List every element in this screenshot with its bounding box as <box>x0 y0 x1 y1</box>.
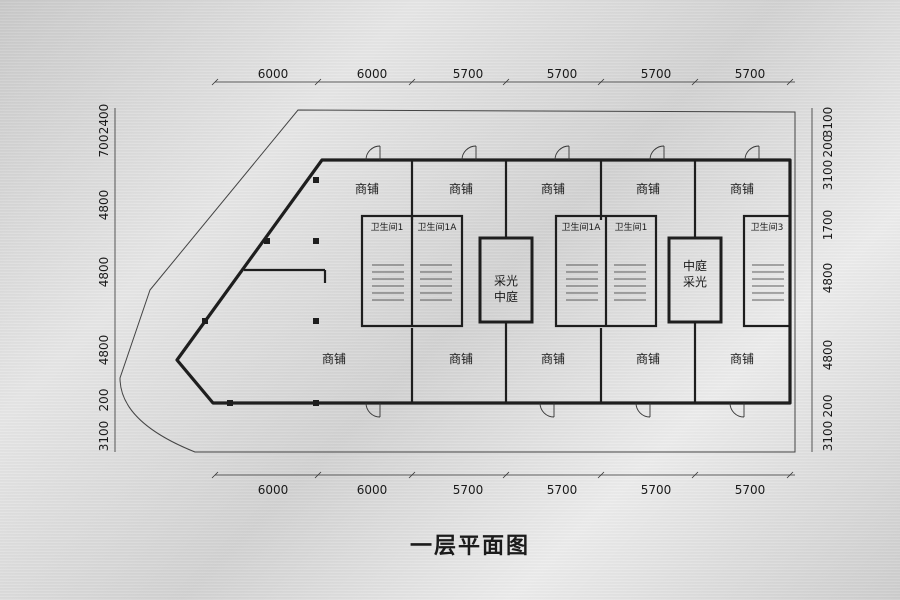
dim-tick <box>786 78 794 86</box>
right-dim-2: 200 <box>821 135 835 158</box>
right-dim-6: 4800 <box>821 340 835 371</box>
plan-title: 一层平面图 <box>409 534 530 559</box>
dim-tick <box>408 471 416 479</box>
right-dim-8: 3100 <box>821 421 835 452</box>
courtyard-2-line-1: 中庭 <box>683 258 707 273</box>
columns <box>202 177 319 406</box>
shop-label-3: 商铺 <box>541 181 565 196</box>
toilet-label-2: 卫生间1A <box>418 221 458 233</box>
dim-tick <box>408 78 416 86</box>
courtyard-2-line-2: 采光 <box>683 275 707 289</box>
left-dim-3: 4800 <box>97 190 111 221</box>
dim-tick <box>502 471 510 479</box>
top-dim-6: 5700 <box>735 67 766 81</box>
toilet-label-1: 卫生间1 <box>371 221 404 233</box>
right-dim-5: 4800 <box>821 263 835 294</box>
dim-tick <box>211 78 219 86</box>
bottom-dim-1: 6000 <box>258 483 289 497</box>
dim-tick <box>786 471 794 479</box>
shop-label-1: 商铺 <box>355 181 379 196</box>
toilet-label-5: 卫生间3 <box>751 221 784 233</box>
dim-tick <box>691 78 699 86</box>
shop-label-9: 商铺 <box>636 351 660 366</box>
courtyard-1-line-1: 采光 <box>494 274 518 288</box>
shop-label-10: 商铺 <box>730 351 754 366</box>
right-dim-1: 3100 <box>821 107 835 138</box>
dim-tick <box>314 78 322 86</box>
bottom-dim-4: 5700 <box>547 483 578 497</box>
bottom-dim-2: 6000 <box>357 483 388 497</box>
dimension-lines <box>114 78 813 479</box>
left-dim-5: 4800 <box>97 335 111 366</box>
dim-tick <box>691 471 699 479</box>
left-dim-1: 700 <box>97 135 111 158</box>
toilet-label-4: 卫生间1 <box>615 221 648 233</box>
dim-tick <box>597 78 605 86</box>
stair-treads <box>372 264 784 301</box>
bottom-dim-5: 5700 <box>641 483 672 497</box>
bottom-dim-3: 5700 <box>453 483 484 497</box>
shop-label-5: 商铺 <box>730 181 754 196</box>
dim-tick <box>314 471 322 479</box>
top-dim-3: 5700 <box>453 67 484 81</box>
door-swings <box>365 145 760 418</box>
right-dim-7: 200 <box>821 395 835 418</box>
shop-label-8: 商铺 <box>541 351 565 366</box>
top-dim-1: 6000 <box>258 67 289 81</box>
left-dim-6: 200 <box>97 389 111 412</box>
left-dim-2: 2400 <box>97 104 111 135</box>
top-dim-2: 6000 <box>357 67 388 81</box>
interior-walls <box>244 160 792 403</box>
bottom-dim-6: 5700 <box>735 483 766 497</box>
building-outline <box>175 158 792 405</box>
site-boundary <box>119 109 796 453</box>
courtyard-1-line-2: 中庭 <box>494 289 518 304</box>
right-dim-3: 3100 <box>821 160 835 191</box>
shop-label-4: 商铺 <box>636 181 660 196</box>
shop-label-7: 商铺 <box>449 351 473 366</box>
shop-label-2: 商铺 <box>449 181 473 196</box>
right-dim-4: 1700 <box>821 210 835 241</box>
dim-tick <box>597 471 605 479</box>
shop-label-6: 商铺 <box>322 351 346 366</box>
left-dim-7: 3100 <box>97 421 111 452</box>
toilet-label-3: 卫生间1A <box>562 221 602 233</box>
left-dim-4: 4800 <box>97 257 111 288</box>
top-dim-4: 5700 <box>547 67 578 81</box>
dim-tick <box>211 471 219 479</box>
top-dim-5: 5700 <box>641 67 672 81</box>
dim-tick <box>502 78 510 86</box>
